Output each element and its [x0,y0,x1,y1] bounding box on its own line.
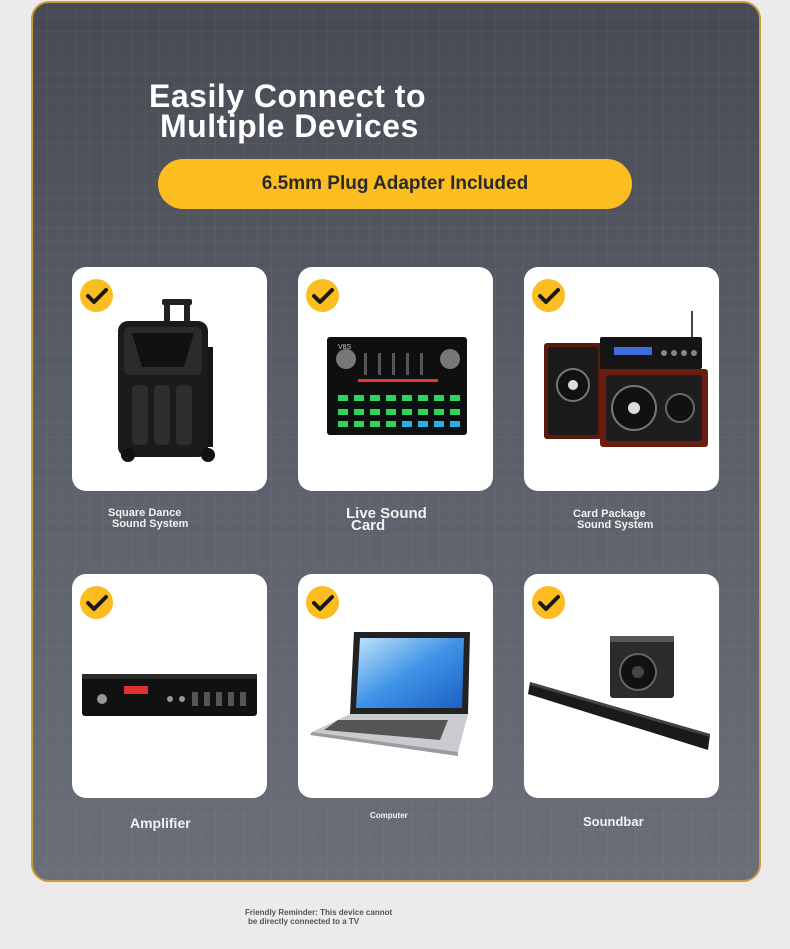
device-label-line-1: Computer [370,811,408,820]
trolley-speaker-image [118,299,215,462]
adapter-badge-text: 6.5mm Plug Adapter Included [261,173,529,194]
headline-line-2: Multiple Devices [160,108,419,144]
device-label-live-sound-card: Live Sound Card [346,505,427,534]
checkmark-icon [532,279,565,312]
device-card-soundbar [524,574,719,798]
checkmark-icon [80,279,113,312]
amplifier-image [82,674,257,716]
device-label-line-1: Soundbar [583,814,644,829]
device-card-computer [298,574,493,798]
tv-reminder-note: Friendly Reminder: This device cannot be… [245,908,392,926]
karaoke-system-image [544,311,708,447]
device-label-computer: Computer [370,811,408,820]
laptop-image [310,632,470,756]
device-label-line-2: Card [351,517,386,534]
device-label-card-package: Card Package Sound System [573,509,653,531]
device-label-square-dance: Square Dance Sound System [108,508,188,530]
reminder-line-2: be directly connected to a TV [248,917,360,926]
device-label-soundbar: Soundbar [583,814,644,829]
device-label-line-1: Card Package [573,508,646,520]
device-label-line-2: Sound System [577,519,654,531]
checkmark-icon [532,586,565,619]
sound-card-brand: V8S [338,344,352,351]
device-card-square-dance [72,267,267,491]
device-label-line-1: Amplifier [130,815,191,831]
checkmark-icon [80,586,113,619]
device-card-live-sound-card: V8S [298,267,493,491]
soundbar-image [528,636,710,750]
adapter-badge: 6.5mm Plug Adapter Included [158,159,632,209]
checkmark-icon [306,586,339,619]
device-label-line-1: Live Sound [346,505,427,522]
headline-line-1: Easily Connect to [149,78,426,114]
sound-card-image: V8S [327,337,467,435]
device-card-card-package [524,267,719,491]
device-label-line-1: Square Dance [108,507,182,519]
headline: Easily Connect to Multiple Devices [149,78,469,144]
device-label-line-2: Sound System [112,518,189,530]
checkmark-icon [306,279,339,312]
device-label-amplifier: Amplifier [130,815,191,831]
device-card-amplifier [72,574,267,798]
reminder-line-1: Friendly Reminder: This device cannot [245,908,393,917]
